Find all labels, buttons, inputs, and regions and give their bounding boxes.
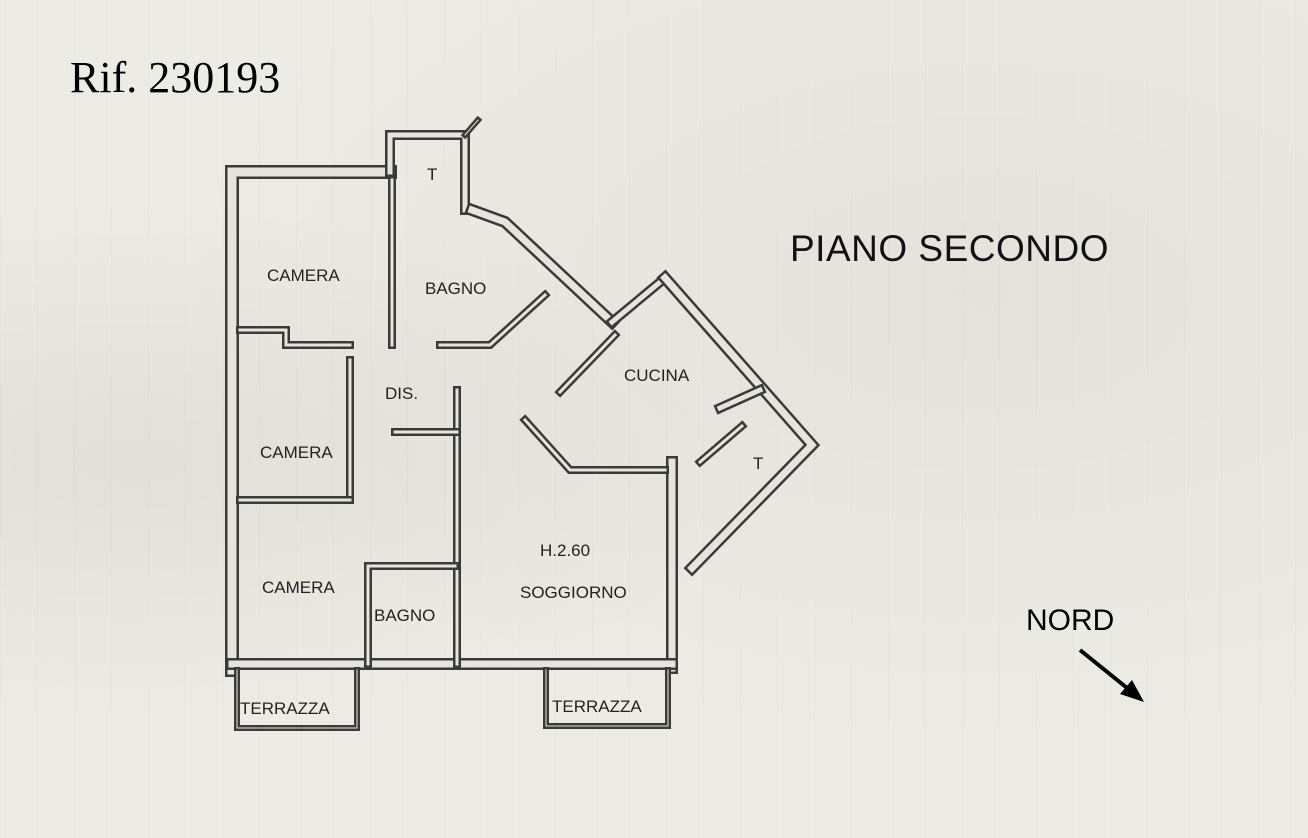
- room-label-cucina: CUCINA: [624, 366, 690, 385]
- bagno1-bottom-wall: [436, 289, 551, 349]
- outer-wall-fill: [227, 167, 395, 675]
- room-label-t: T: [753, 454, 764, 473]
- room-label-terrazza: TERRAZZA: [552, 697, 642, 716]
- north-label: NORD: [1026, 604, 1115, 637]
- room-label-camera: CAMERA: [262, 578, 335, 597]
- room-height-label: H.2.60: [540, 541, 591, 560]
- room-label-terrazza: TERRAZZA: [240, 699, 330, 718]
- room-label-bagno: BAGNO: [374, 606, 436, 625]
- terrazza-right-fill: [545, 669, 669, 727]
- cucina-inner-wall-fill: [557, 332, 618, 395]
- t-curve-wall-fill: [464, 119, 479, 136]
- cucina-lower-wall-fill: [522, 417, 667, 472]
- diagonal-wall-fill: [467, 205, 617, 327]
- t-lower-wall-fill: [697, 423, 745, 465]
- bagno2-wall-fill: [366, 564, 457, 666]
- bagno1-bottom-wall-fill: [438, 292, 548, 347]
- camera1-bottom-wall-fill: [238, 328, 352, 347]
- camera1-bottom-wall: [236, 326, 354, 349]
- room-label-dis: DIS.: [385, 384, 419, 403]
- t-divider-wall-fill: [716, 386, 764, 412]
- cucina-wall-fill: [608, 274, 669, 326]
- floor-label: PIANO SECONDO: [790, 228, 1109, 269]
- cucina-outer-wall-fill: [660, 273, 817, 573]
- north-arrow-icon: [1078, 648, 1144, 702]
- room-label-soggiorno: SOGGIORNO: [520, 583, 627, 602]
- reference-number: Rif. 230193: [70, 53, 281, 102]
- room-label-t: T: [427, 165, 438, 184]
- room-label-camera: CAMERA: [267, 266, 340, 285]
- room-label-camera: CAMERA: [260, 443, 333, 462]
- terrazza-left-fill: [236, 669, 358, 729]
- room-label-bagno: BAGNO: [425, 279, 487, 298]
